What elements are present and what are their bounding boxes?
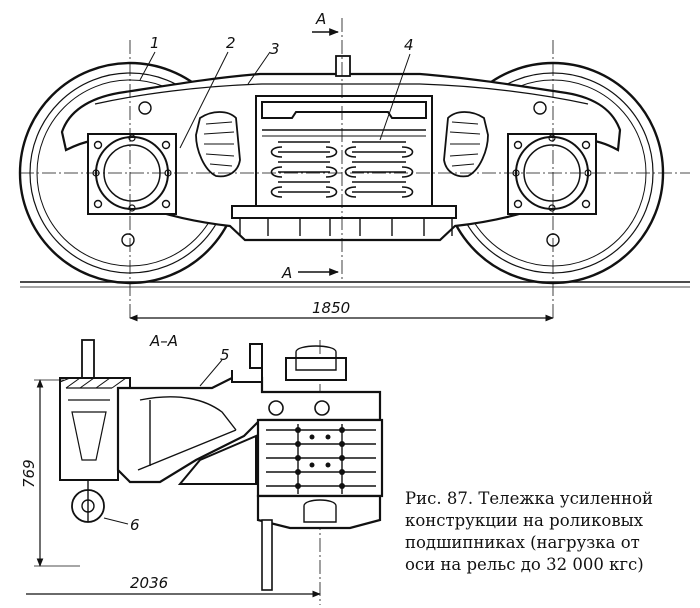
label-part-5: 5 [220,346,230,364]
center-pin [335,55,351,77]
spring-set [270,141,414,198]
section-view [26,339,384,605]
dimension-wheelbase: 1850 [312,299,350,317]
right-axle-box [507,133,597,215]
section-mark-top: A [315,10,326,28]
caption-line-3: подшипниках (нагрузка от [405,533,640,552]
figure-caption: Рис. 87. Тележка усиленной конструкции н… [405,488,695,576]
bolster [261,101,427,119]
caption-line-4: оси на рельс до 32 000 кгс) [405,555,644,574]
label-part-4: 4 [404,36,414,54]
spring-plank [231,205,457,219]
left-axle-box [87,133,177,215]
section-title: А–А [149,332,178,350]
caption-line-2: конструкции на роликовых [405,511,644,530]
label-part-2: 2 [226,34,236,52]
label-part-1: 1 [150,34,160,52]
section-spring-coils [295,427,345,489]
dimension-width: 2036 [130,574,168,592]
label-part-6: 6 [130,516,140,534]
label-part-3: 3 [270,40,280,58]
dimension-height: 769 [20,459,38,488]
side-view [18,18,690,322]
section-mark-bottom: A [281,264,292,282]
caption-line-1: Рис. 87. Тележка усиленной [405,489,654,508]
